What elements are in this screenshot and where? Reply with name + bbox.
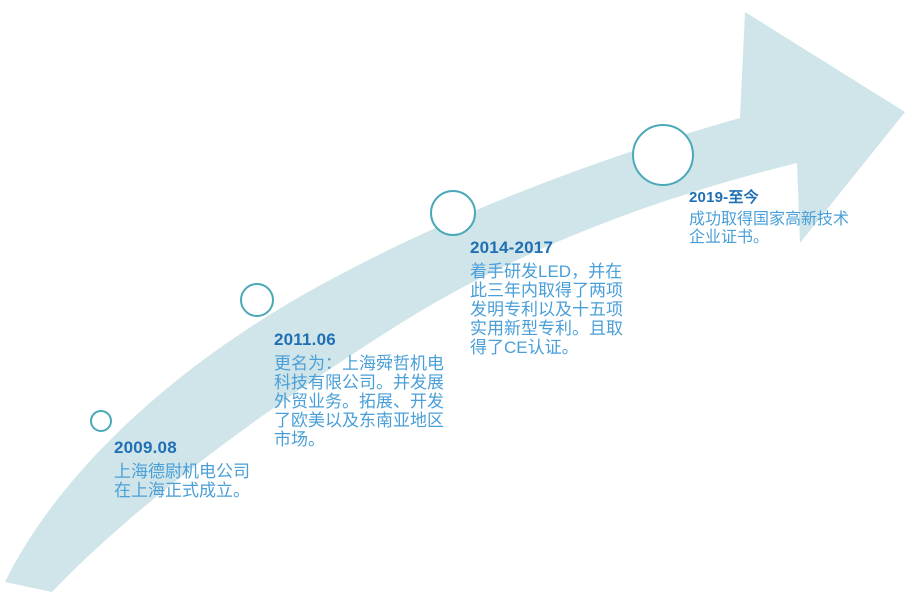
milestone-marker-2014-2017[interactable]: [430, 190, 476, 236]
milestone-year-2009: 2009.08: [114, 438, 177, 457]
milestone-description-2009: 上海德尉机电公司在上海正式成立。: [114, 462, 250, 501]
milestone-description-2014-2017: 着手研发LED，并在此三年内取得了两项发明专利以及十五项实用新型专利。且取得了C…: [470, 262, 623, 358]
milestone-year-2019-present: 2019-至今: [689, 189, 759, 206]
milestone-description-2019-present: 成功取得国家高新技术企业证书。: [689, 211, 850, 246]
milestone-year-2014-2017: 2014-2017: [470, 238, 554, 257]
milestone-text-2014-2017: 2014-2017 着手研发LED，并在此三年内取得了两项发明专利以及十五项实用…: [470, 238, 636, 357]
milestone-marker-2019-present[interactable]: [632, 124, 694, 186]
milestone-marker-2011[interactable]: [240, 283, 274, 317]
milestone-year-2011: 2011.06: [274, 330, 336, 349]
milestone-text-2011: 2011.06 更名为：上海舜哲机电科技有限公司。并发展外贸业务。拓展、开发了欧…: [274, 330, 446, 449]
milestone-text-2009: 2009.08 上海德尉机电公司在上海正式成立。: [114, 438, 264, 500]
milestone-marker-2009[interactable]: [90, 410, 112, 432]
milestone-description-2011: 更名为：上海舜哲机电科技有限公司。并发展外贸业务。拓展、开发了欧美以及东南亚地区…: [274, 354, 444, 450]
arrow-band-path: [5, 12, 905, 592]
milestone-text-2019-present: 2019-至今 成功取得国家高新技术企业证书。: [689, 186, 851, 247]
